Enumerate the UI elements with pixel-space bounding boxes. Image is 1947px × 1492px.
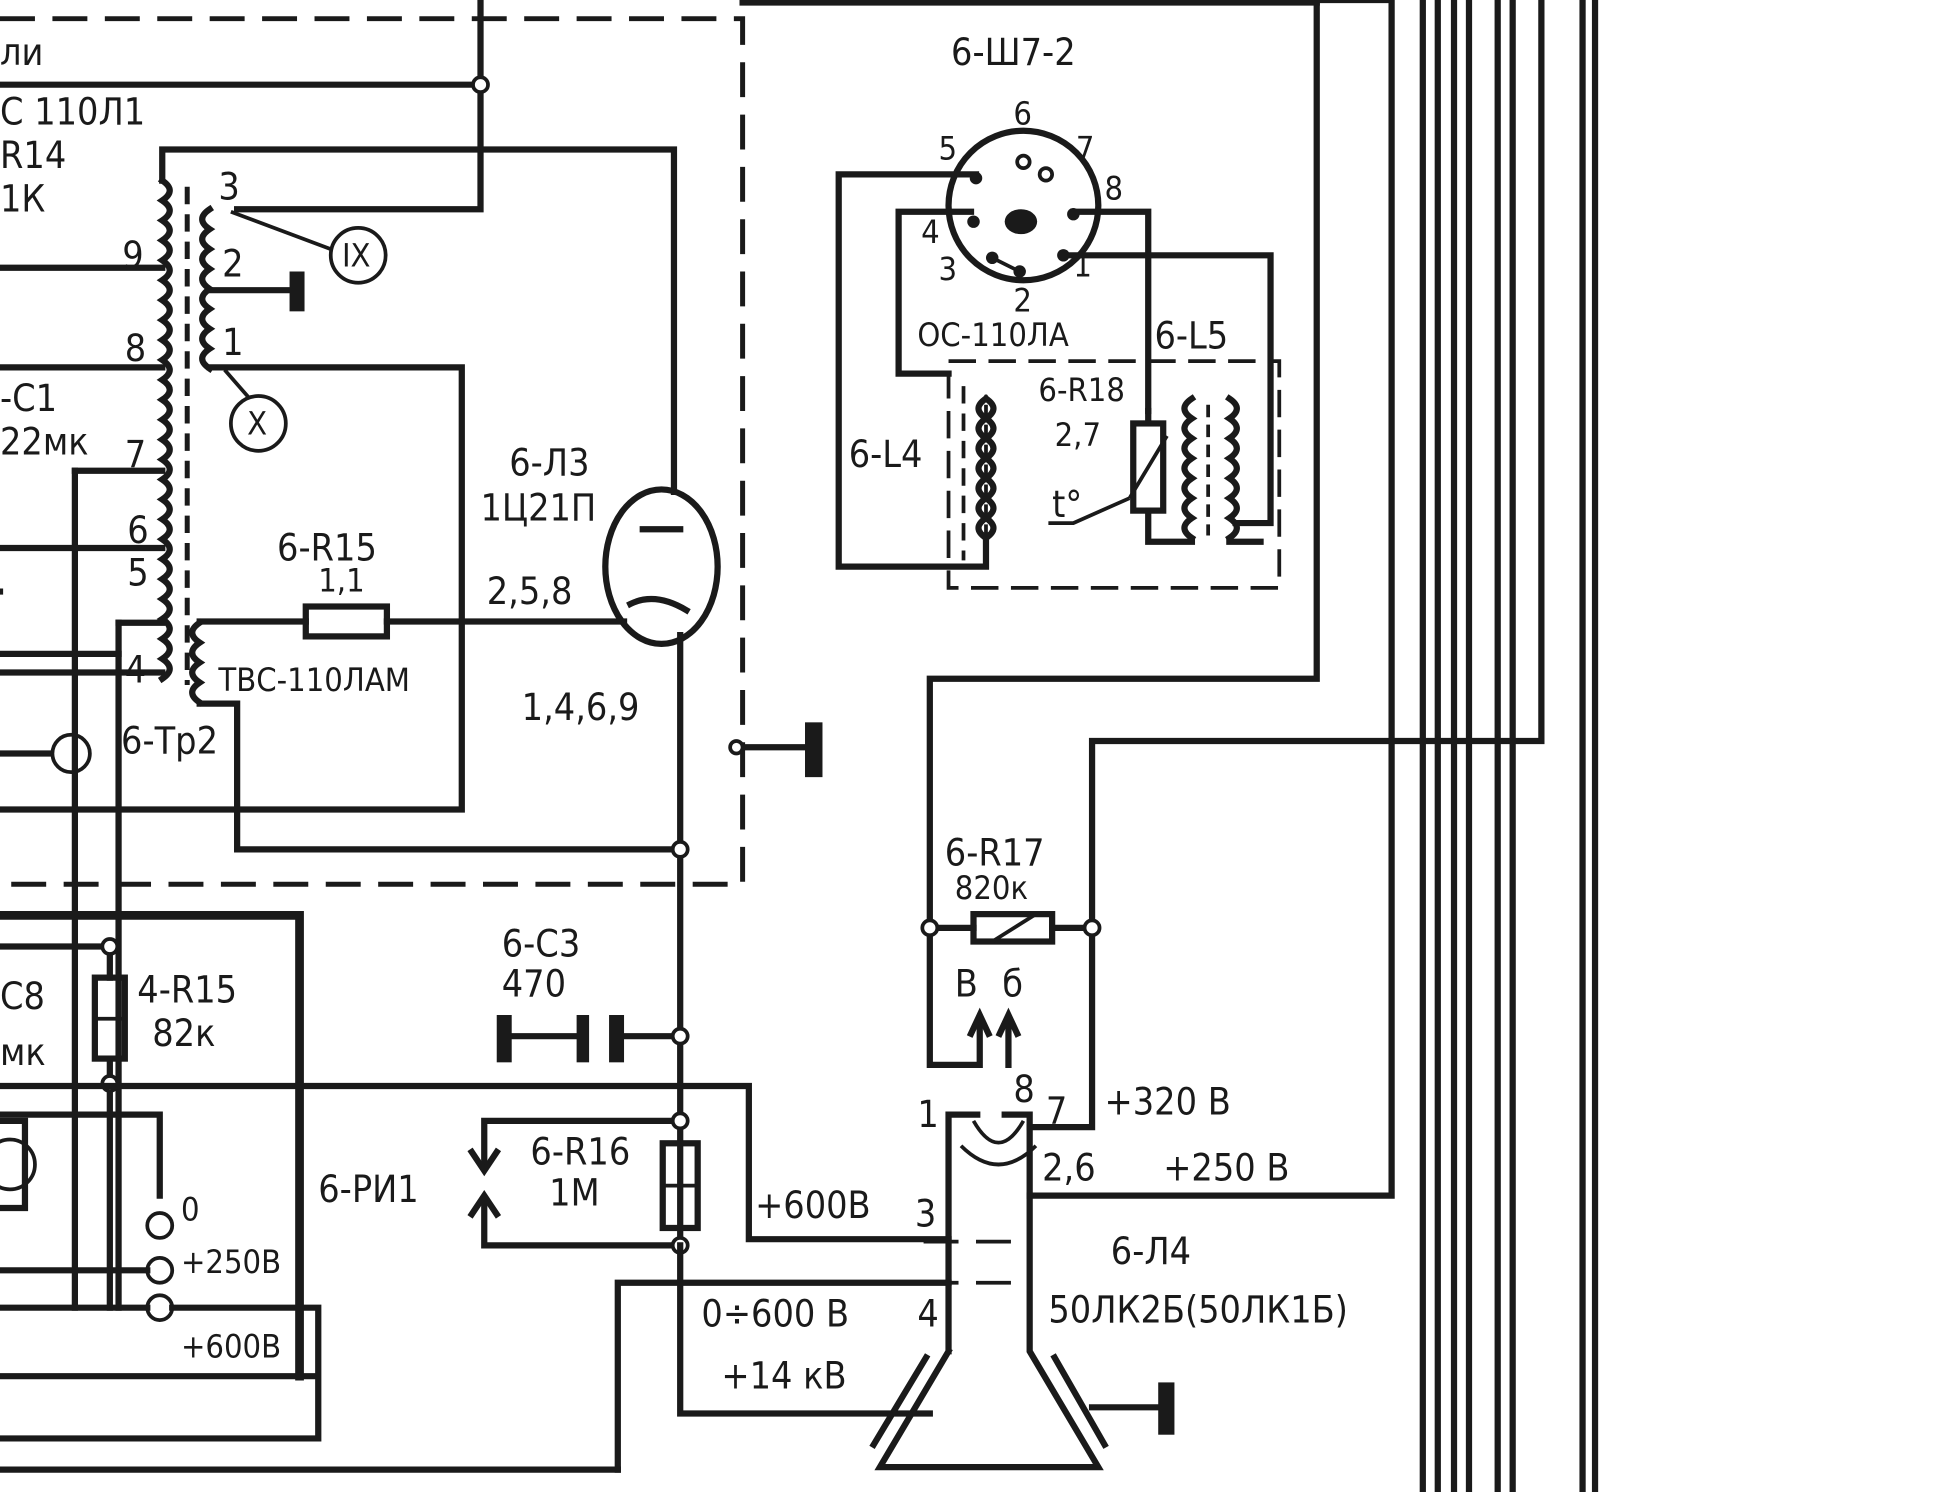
- harness-bus: [739, 0, 1599, 1492]
- crt-pin-4: 4: [917, 1291, 938, 1335]
- l3-ref: 6-Л3: [509, 441, 589, 485]
- sock-3: 3: [939, 250, 958, 288]
- r15-ref: 6-R15: [277, 525, 377, 569]
- c1-value: 22мк: [0, 420, 89, 464]
- label-b: б: [1002, 961, 1023, 1005]
- resistor-r15: [196, 603, 628, 640]
- tvs-label: ТВС-110ЛАМ: [217, 661, 410, 699]
- sock-4: 4: [921, 213, 940, 251]
- deflection-coils: [946, 359, 1282, 590]
- sock-6: 6: [1013, 95, 1032, 133]
- crt-pins-26: 2,6: [1042, 1146, 1096, 1190]
- r18-value: 2,7: [1055, 416, 1101, 454]
- wiring-top-left: [0, 0, 678, 496]
- sock-1: 1: [1073, 247, 1092, 285]
- crt-ref: 6-Л4: [1111, 1229, 1191, 1273]
- circle-x-label: X: [247, 405, 267, 443]
- voltage-600: +600В: [755, 1183, 871, 1227]
- transformer-tr2: [0, 176, 684, 1311]
- sock-5: 5: [939, 129, 958, 167]
- c3-ref: 6-С3: [502, 922, 581, 966]
- ri1-ref: 6-РИ1: [318, 1167, 418, 1211]
- label-top-left-4: 1К: [0, 177, 45, 221]
- r415-ref: 4-R15: [137, 968, 237, 1012]
- label-top-left-1: ли: [0, 30, 43, 74]
- ground-symbol: [805, 722, 823, 778]
- tr2-ref: 6-Тр2: [121, 719, 218, 763]
- l3-type: 1Ц21П: [481, 486, 597, 530]
- tap-7: 7: [125, 432, 146, 476]
- l3-pins-b: 1,4,6,9: [522, 685, 640, 729]
- sec-3: 3: [218, 164, 239, 208]
- lower-left-block: [0, 911, 952, 1442]
- l5-ref: 6-L5: [1154, 314, 1228, 358]
- voltage-0-600: 0÷600 В: [701, 1291, 849, 1335]
- label-top-left-3: R14: [0, 133, 66, 177]
- r17-value: 820к: [955, 869, 1028, 907]
- tap-4: 4: [125, 648, 146, 692]
- crt-pin-1: 1: [917, 1092, 938, 1136]
- sec-1: 1: [222, 320, 243, 364]
- voltage-14kv: +14 кВ: [721, 1354, 846, 1398]
- c1-ref: -С1: [0, 376, 57, 420]
- resistor-r17: [920, 911, 1102, 1038]
- sh7-ref: 6-Ш7-2: [951, 30, 1076, 74]
- r17-ref: 6-R17: [945, 831, 1045, 875]
- crt-tube: [869, 0, 1545, 1471]
- crt-pin-7: 7: [1046, 1088, 1067, 1132]
- label-top-left-2: С 110Л1: [0, 90, 145, 134]
- c3-value: 470: [502, 961, 566, 1005]
- circle-ix-label: IX: [342, 237, 371, 275]
- tap-8: 8: [125, 326, 146, 370]
- sock-2: 2: [1013, 281, 1032, 319]
- label-v: В: [955, 961, 978, 1005]
- tap-9: 9: [122, 233, 143, 277]
- r15-value: 1,1: [318, 562, 364, 600]
- sock-8: 8: [1105, 169, 1124, 207]
- sec-2: 2: [222, 242, 243, 286]
- crt-type: 50ЛК2Б(50ЛК1Б): [1048, 1288, 1347, 1332]
- t-degree: t°: [1052, 482, 1082, 526]
- terminal-0: 0: [181, 1191, 200, 1229]
- l4-ref: 6-L4: [849, 432, 923, 476]
- sock-7: 7: [1076, 129, 1095, 167]
- ground-symbol: [289, 271, 305, 312]
- tap-6: 6: [127, 508, 148, 552]
- r415-value: 82к: [152, 1011, 215, 1055]
- terminal-600: +600В: [181, 1328, 281, 1366]
- terminal-250: +250В: [181, 1243, 281, 1281]
- r16-value: 1М: [549, 1171, 599, 1215]
- os-label: ОС-110ЛА: [917, 316, 1069, 354]
- resistor-r16: [0, 1111, 952, 1473]
- c8-ref: С8: [0, 974, 45, 1018]
- crt-pin-8: 8: [1013, 1067, 1034, 1111]
- c8-value: мк: [0, 1030, 46, 1074]
- r18-ref: 6-R18: [1038, 371, 1125, 409]
- l3-pins-a: 2,5,8: [487, 569, 573, 613]
- tap-5: 5: [127, 550, 148, 594]
- r16-ref: 6-R16: [530, 1129, 630, 1173]
- voltage-320: +320 В: [1105, 1080, 1231, 1124]
- crt-pin-3: 3: [915, 1192, 936, 1236]
- shield-boundary: [0, 16, 746, 887]
- voltage-250: +250 В: [1163, 1146, 1289, 1190]
- socket-sh7-2: [835, 127, 1274, 570]
- capacitor-c3: [496, 1015, 690, 1063]
